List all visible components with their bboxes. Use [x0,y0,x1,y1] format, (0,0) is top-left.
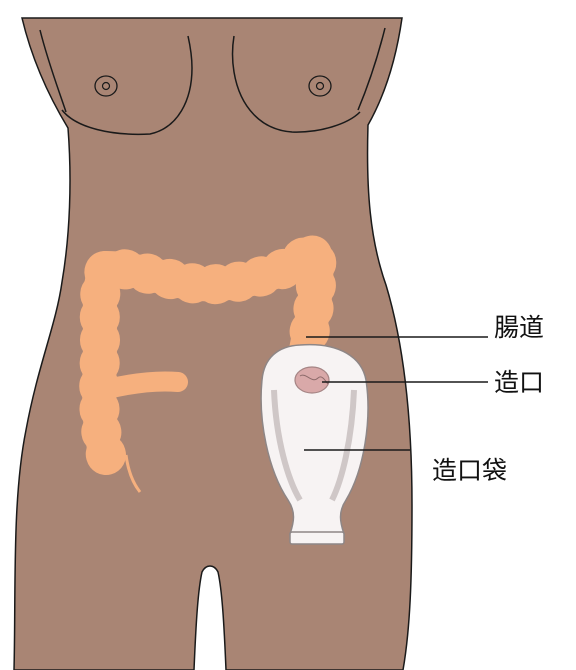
stoma [295,367,329,393]
appendix [112,381,178,388]
stoma-bag-label: 造口袋 [432,458,507,483]
intestine-label: 腸道 [494,315,544,340]
torso-silhouette [14,18,412,670]
stoma-label: 造口 [494,370,544,395]
bag-outlet [290,532,344,544]
